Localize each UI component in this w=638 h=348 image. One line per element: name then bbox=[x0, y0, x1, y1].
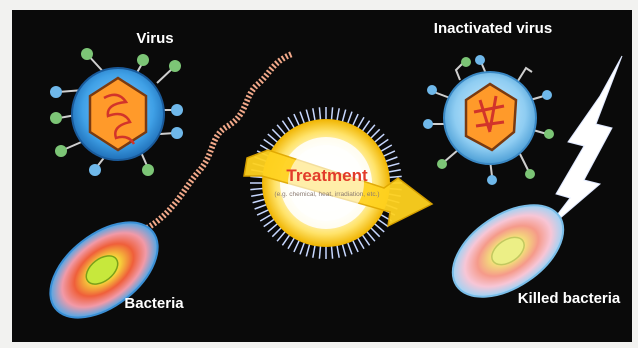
treatment-sublabel: (e.g. chemical, heat, irradiation, etc.) bbox=[274, 191, 379, 198]
treatment-label: Treatment bbox=[286, 166, 368, 185]
virus-label: Virus bbox=[136, 30, 173, 47]
killed-bacteria-label: Killed bacteria bbox=[518, 290, 621, 307]
bacteria-label: Bacteria bbox=[124, 295, 184, 312]
inactivated-virus-label: Inactivated virus bbox=[434, 20, 552, 37]
lightning-bolt-icon bbox=[544, 56, 622, 232]
